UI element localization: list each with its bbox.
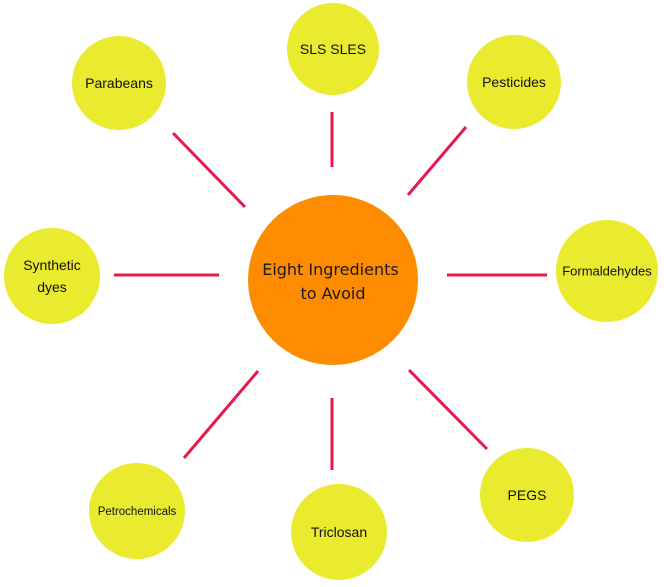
node-pesticides: Pesticides [467, 35, 561, 129]
node-label-line: Triclosan [311, 524, 367, 540]
node-circle-formaldehydes [556, 220, 658, 322]
node-label-line: Petrochemicals [98, 506, 177, 518]
node-label-line: Parabeans [85, 75, 153, 91]
node-circle-petrochemicals [89, 463, 185, 559]
node-sls-sles: SLS SLES [287, 3, 379, 95]
center-label-line-1: Eight Ingredients [262, 260, 399, 279]
node-label-petrochemicals: Petrochemicals [98, 506, 177, 518]
node-label-pegs: PEGS [508, 487, 547, 503]
node-pegs: PEGS [480, 448, 574, 542]
node-formaldehydes: Formaldehydes [556, 220, 658, 322]
center-node: Eight Ingredients to Avoid [248, 195, 418, 365]
node-label-formaldehydes: Formaldehydes [562, 264, 652, 279]
svg-text:Eight Ingredients to Avo: Eight Ingredients to Avoid [262, 260, 404, 303]
node-circle-triclosan [291, 484, 387, 580]
node-label-pesticides: Pesticides [482, 74, 546, 90]
node-circle-parabeans [72, 36, 166, 130]
connector-petrochemicals [182, 370, 260, 459]
node-label-line: dyes [37, 279, 67, 295]
node-label-line: Formaldehydes [562, 264, 652, 279]
connector-parabeans [171, 131, 247, 209]
node-label-line: Pesticides [482, 74, 546, 90]
node-label-line: PEGS [508, 487, 547, 503]
connector-pegs [407, 368, 489, 451]
node-label-sls-sles: SLS SLES [300, 41, 366, 57]
node-parabeans: Parabeans [72, 36, 166, 130]
node-circle-pesticides [467, 35, 561, 129]
node-triclosan: Triclosan [291, 484, 387, 580]
node-circle-pegs [480, 448, 574, 542]
connectors [114, 112, 547, 470]
node-label-parabeans: Parabeans [85, 75, 153, 91]
node-label-triclosan: Triclosan [311, 524, 367, 540]
center-label-line-2: to Avoid [300, 284, 365, 303]
node-petrochemicals: Petrochemicals [89, 463, 185, 559]
node-circle-sls-sles [287, 3, 379, 95]
center-circle [248, 195, 418, 365]
node-label-line: SLS SLES [300, 41, 366, 57]
node-label-synthetic-dyes: Synthetic dyes [23, 257, 81, 295]
node-label-line: Synthetic [23, 257, 81, 273]
node-synthetic-dyes: Synthetic dyes [4, 228, 100, 324]
connector-pesticides [406, 126, 468, 196]
node-circle-synthetic-dyes [4, 228, 100, 324]
